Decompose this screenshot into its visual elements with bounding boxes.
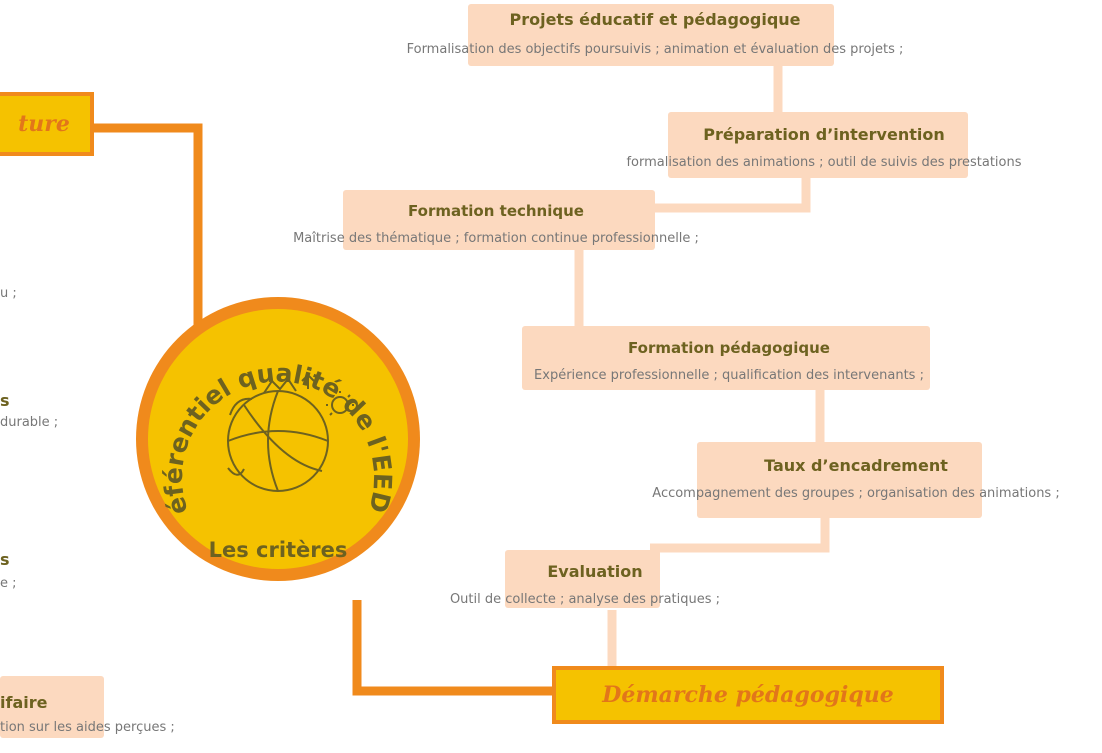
node-title-projets: Projets éducatif et pédagogique [509, 10, 801, 29]
node-desc-formation-technique: Maîtrise des thématique ; formation cont… [293, 231, 699, 246]
node-desc-taux: Accompagnement des groupes ; organisatio… [652, 486, 1060, 501]
node-title-taux: Taux d’encadrement [764, 456, 948, 475]
globe-icon [227, 373, 354, 492]
node-bg-left-4 [0, 676, 104, 738]
node-title-formation-pedagogique: Formation pédagogique [628, 339, 830, 357]
central-badge: Référentiel qualité de l'EEDD Les critèr… [132, 293, 420, 581]
node-desc-evaluation: Outil de collecte ; analyse des pratique… [449, 592, 721, 607]
left-fragment-4-title: ifaire [0, 693, 48, 712]
node-desc-projets: Formalisation des objectifs poursuivis ;… [406, 42, 904, 57]
category-tag-left-label: ture [18, 111, 70, 137]
node-title-preparation: Préparation d’intervention [703, 125, 945, 144]
node-desc-formation-pedagogique: Expérience professionnelle ; qualificati… [534, 368, 924, 383]
category-tag-left: ture [0, 92, 94, 156]
node-bg-formation-pedagogique [522, 326, 930, 390]
node-bg-evaluation [505, 550, 660, 608]
left-fragment-1-desc: u ; [0, 286, 17, 301]
node-bg-projets [468, 4, 834, 66]
badge-inner-disc [148, 309, 408, 569]
left-fragment-3-title: s [0, 550, 10, 569]
peach-connector-2 [650, 178, 811, 213]
badge-subtitle: Les critères [209, 538, 348, 562]
left-fragment-3-desc: e ; [0, 576, 17, 591]
left-fragment-2-title: s [0, 391, 10, 410]
node-bg-formation-technique [343, 190, 655, 250]
left-fragment-4-desc: tion sur les aides perçues ; [0, 720, 175, 735]
node-bg-preparation [668, 112, 968, 178]
category-tag-demarche-label: Démarche pédagogique [602, 682, 894, 708]
orange-connector-bottom [352, 600, 560, 696]
node-desc-preparation: formalisation des animations ; outil de … [626, 155, 1022, 170]
node-bg-taux [697, 442, 982, 518]
node-title-formation-technique: Formation technique [408, 202, 584, 220]
orange-connector-top [80, 123, 203, 328]
category-tag-demarche: Démarche pédagogique [552, 666, 944, 724]
node-title-evaluation: Evaluation [547, 562, 643, 581]
left-fragment-2-desc: durable ; [0, 415, 59, 430]
peach-connector-5 [650, 512, 830, 553]
